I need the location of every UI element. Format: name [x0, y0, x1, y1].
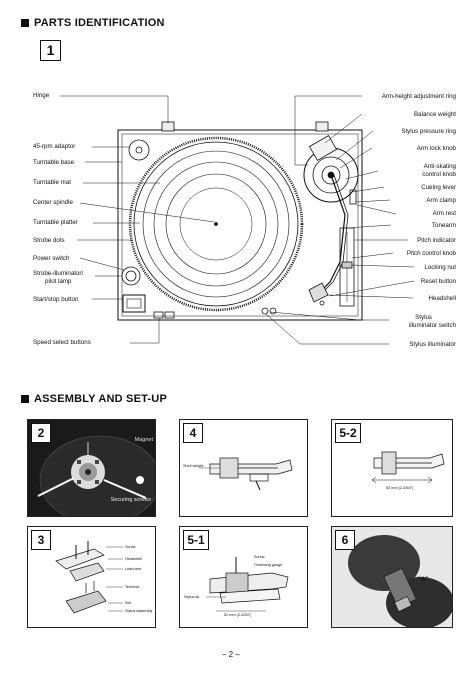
label-pitch-indicator: Pitch indicator: [417, 237, 456, 244]
label-a: "A": [418, 577, 429, 583]
label-power-switch: Power switch: [33, 255, 70, 262]
parts-heading: PARTS IDENTIFICATION: [21, 17, 165, 29]
label-strobe-illuminator: Strobe-illuminator/: [33, 270, 84, 277]
label-control-knob: control knob: [422, 171, 456, 178]
label-stylus-tip: Stylus tip: [184, 595, 200, 599]
label-stylus-illuminator: Stylus illuminator: [409, 341, 456, 348]
heading-square-icon: [21, 19, 29, 27]
label-pilot-lamp: pilot lamp: [45, 278, 72, 285]
label-turntable-platter: Turntable platter: [33, 219, 78, 226]
label-balance-weight: Balance weight: [414, 111, 456, 118]
assembly-panel-5-1: 5-1 Screw Overhang gauge Stylus tip 52 m…: [179, 526, 308, 628]
label-turntable-mat: Turntable mat: [33, 179, 71, 186]
label-shell-weight: Shell weight: [183, 464, 204, 468]
label-locking-nut: Locking nut: [424, 264, 456, 271]
parts-title: PARTS IDENTIFICATION: [34, 17, 165, 29]
assembly-heading: ASSEMBLY AND SET-UP: [21, 393, 167, 405]
label-stylus-assembly: Stylus assembly: [125, 609, 153, 613]
label-arm-lock-knob: Arm lock knob: [416, 145, 456, 152]
label-arm-clamp: Arm clamp: [426, 197, 456, 204]
overhang-gauge-illustration: [206, 557, 289, 612]
label-arm-height-ring: Arm-height adjustment ring: [381, 93, 456, 100]
page-number: – 2 –: [222, 650, 240, 659]
label-stylus-pressure-ring: Stylus pressure ring: [401, 128, 456, 135]
label-tonearm: Tonearm: [431, 222, 456, 229]
label-overhang-gauge: Overhang gauge: [254, 563, 283, 567]
panel-number-5-1: 5-1: [183, 530, 209, 550]
shell-weight-illustration: [200, 457, 293, 491]
heading-square-icon: [21, 395, 29, 403]
panel-number-6: 6: [335, 530, 355, 550]
label-securing-screws: Securing screws: [110, 497, 151, 503]
assembly-panel-6: 6 "A": [331, 526, 453, 628]
turntable-diagram: [60, 95, 415, 345]
label-illuminator-switch: illuminator switch: [408, 322, 456, 329]
label-anti-skating: Anti-skating: [423, 163, 456, 170]
label-52mm: 52 mm (2-3/64"): [224, 613, 252, 617]
panel-number-2: 2: [31, 423, 51, 443]
label-speed-select-buttons: Speed select buttons: [33, 339, 91, 346]
label-headshell: Headshell: [428, 295, 456, 302]
label-cueing-lever: Cueing lever: [421, 184, 456, 191]
label-hinge: Hinge: [33, 92, 50, 99]
label-screw: Screw: [254, 555, 265, 559]
cartridge-mount-illustration: [55, 541, 123, 614]
figure-number-1: 1: [40, 40, 61, 61]
label-terminal: Terminal: [125, 585, 140, 589]
assembly-title: ASSEMBLY AND SET-UP: [34, 393, 167, 405]
label-headshell: Headshell: [125, 557, 142, 561]
label-start-stop-button: Start/stop button: [33, 296, 79, 303]
label-52mm: 52 mm (2-3/64"): [386, 486, 414, 490]
label-reset-button: Reset button: [420, 278, 456, 285]
assembly-panel-2: 2 Magnet Securing screws: [27, 419, 156, 517]
assembly-panel-3: 3 Screw Headshell Lead wire Terminal Nut…: [27, 526, 156, 628]
label-nut: Nut: [125, 601, 131, 605]
panel-number-5-2: 5-2: [335, 423, 361, 443]
panel-number-4: 4: [183, 423, 203, 443]
assembly-panel-4: 4 Shell weight: [179, 419, 308, 517]
label-stylus: Stylus: [415, 314, 432, 321]
label-screw: Screw: [125, 545, 136, 549]
label-turntable-base: Turntable base: [33, 159, 75, 166]
label-45rpm-adaptor: 45-rpm adaptor: [33, 143, 76, 150]
overhang-measure-illustration: [371, 451, 445, 484]
assembly-panel-5-2: 5-2 52 mm (2-3/64"): [331, 419, 453, 517]
label-arm-rest: Arm rest: [432, 210, 456, 217]
panel-number-3: 3: [31, 530, 51, 550]
label-center-spindle: Center spindle: [33, 199, 73, 206]
label-magnet: Magnet: [134, 437, 153, 443]
label-strobe-dots: Strobe dots: [33, 237, 65, 244]
label-lead-wire: Lead wire: [125, 567, 142, 571]
label-pitch-control-knob: Pitch control knob: [406, 250, 456, 257]
